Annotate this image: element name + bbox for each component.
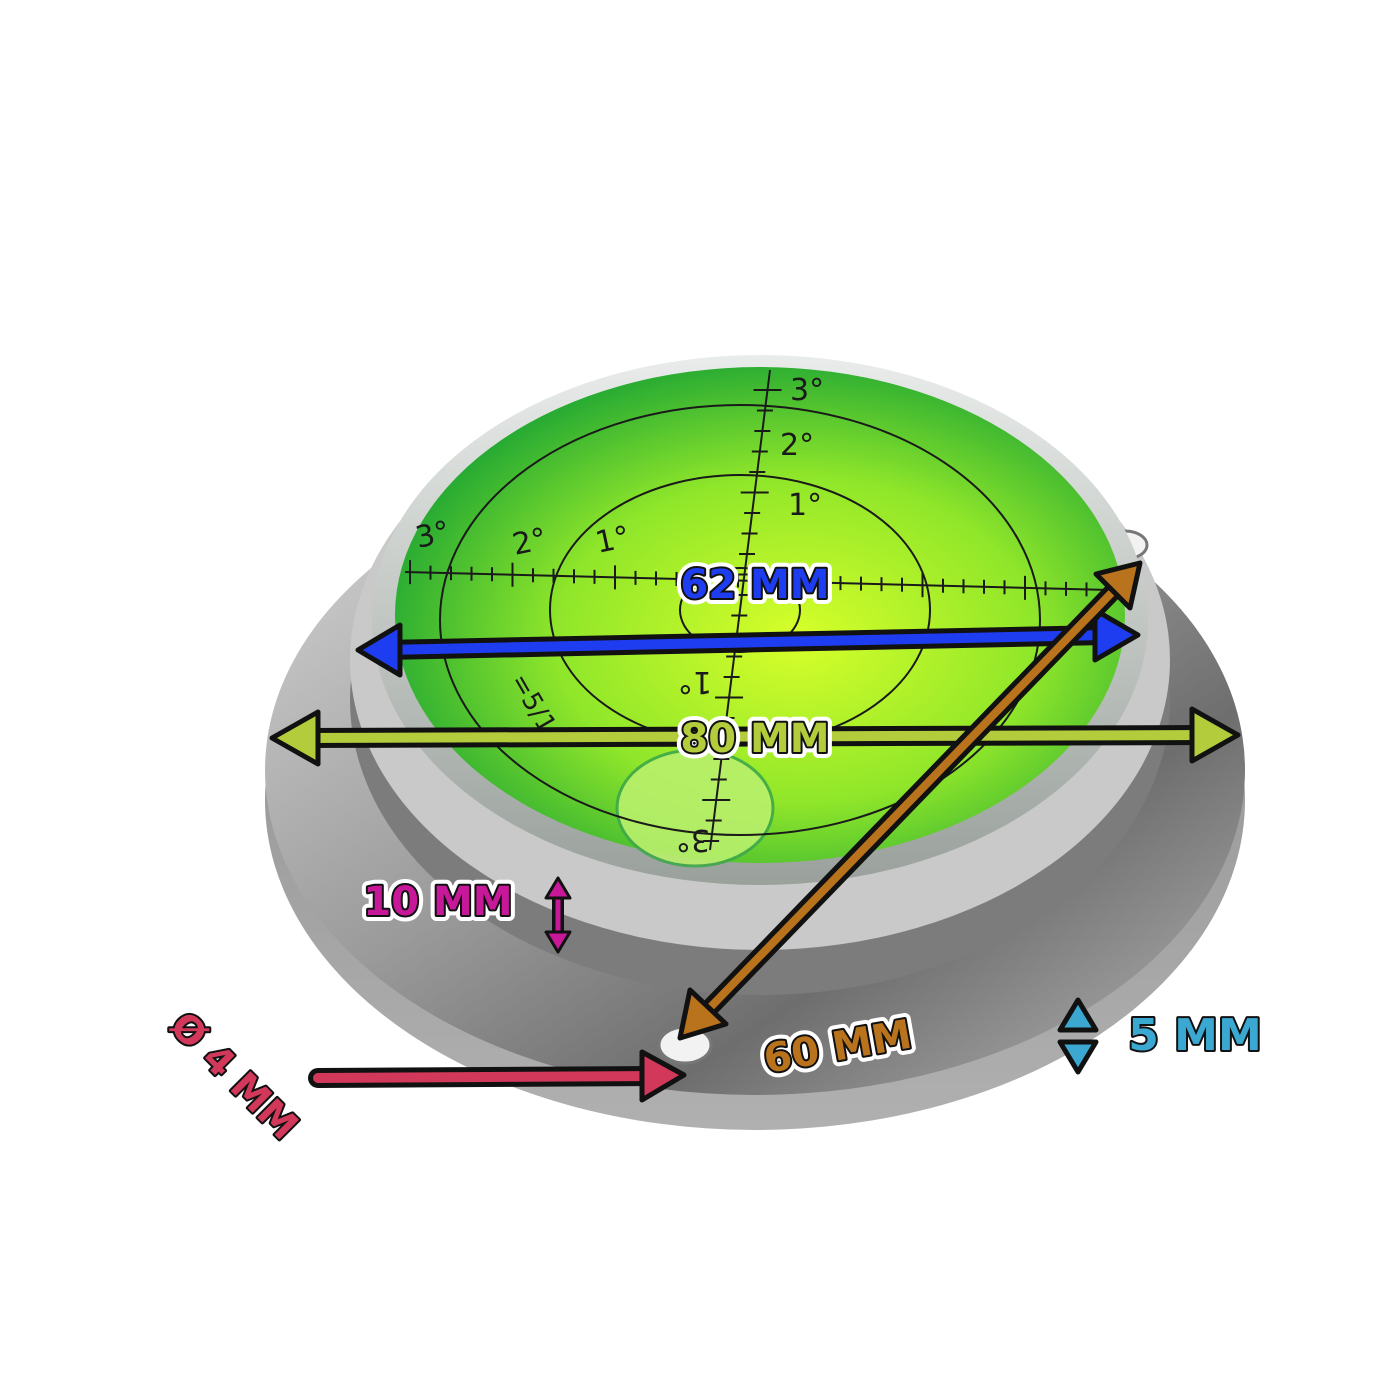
dimension-10mm-label: 10 MM	[363, 879, 512, 925]
air-bubble	[615, 748, 775, 868]
dimension-80mm-label: 80 MM	[680, 716, 829, 762]
scale-label-bottom-1: 1°	[678, 664, 712, 699]
dimension-hole-label: Ø 4 MM	[162, 1003, 307, 1148]
dimension-62mm: 62 MM 62 MM	[355, 556, 1141, 678]
scale-label-bottom-3: 3°	[676, 822, 710, 857]
dimension-5mm-label: 5 MM	[1128, 1010, 1262, 1061]
ring-2-degree	[439, 404, 1041, 836]
dimension-5mm: 5 MM 5 MM	[1057, 997, 1268, 1075]
scale-label-left-1: 1°	[592, 520, 633, 561]
scale-ticks	[409, 389, 1108, 842]
scale-label-left-2: 2°	[509, 522, 550, 563]
dimension-80mm-label-outline: 80 MM	[680, 716, 829, 762]
crosshair-vertical	[709, 369, 771, 851]
dimension-62mm-label-outline: 62 MM	[680, 562, 829, 608]
scale-label-top-1: 1°	[788, 488, 822, 523]
scale-label-top-3: 3°	[790, 373, 824, 408]
dimension-5mm-label-outline: 5 MM	[1128, 1010, 1262, 1061]
dimension-10mm-label-outline: 10 MM	[363, 879, 512, 925]
dimension-10mm: 10 MM 10 MM	[357, 873, 572, 954]
dimension-80mm: 80 MM 80 MM	[269, 706, 1241, 768]
dimension-62mm-label: 62 MM	[680, 562, 829, 608]
scale-label-top-2: 2°	[780, 428, 814, 463]
scale-label-left-3: 3°	[412, 515, 453, 556]
